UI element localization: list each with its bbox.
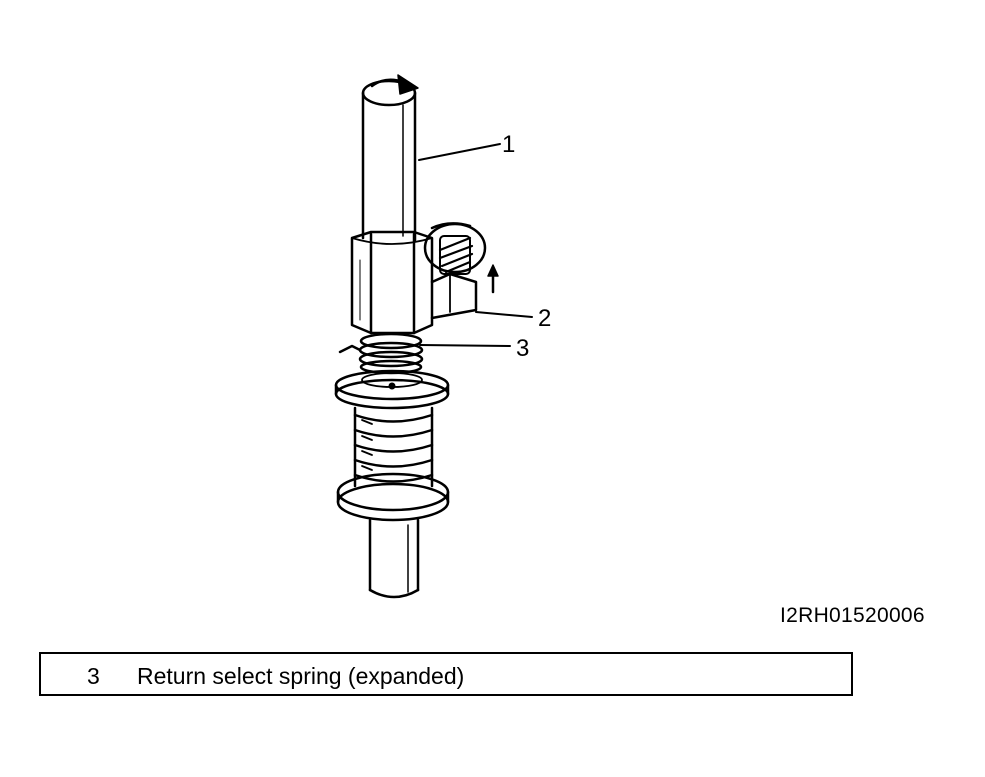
legend-item-number: 3: [87, 663, 100, 689]
legend-box: 3 Return select spring (expanded): [39, 652, 853, 696]
leader-line-2: [475, 311, 533, 318]
legend-item-text: Return select spring (expanded): [137, 663, 465, 689]
figure-code: I2RH01520006: [780, 604, 925, 627]
callout-3: 3: [516, 335, 529, 362]
upper-spring-seat: [334, 344, 450, 410]
lower-spring-seat: [336, 472, 450, 522]
leader-line-3: [419, 344, 511, 347]
return-select-spring: [358, 332, 424, 375]
callout-2: 2: [538, 305, 551, 332]
leader-line-1: [418, 143, 501, 161]
lower-shaft: [368, 518, 420, 599]
callout-1: 1: [502, 131, 515, 158]
up-arrow-icon: [487, 264, 499, 294]
selector-arm: [423, 222, 487, 320]
rotation-arrow-icon: [370, 74, 419, 95]
hex-collar: [350, 230, 434, 335]
shift-shaft: [361, 79, 417, 242]
leader-lines: [418, 143, 533, 347]
